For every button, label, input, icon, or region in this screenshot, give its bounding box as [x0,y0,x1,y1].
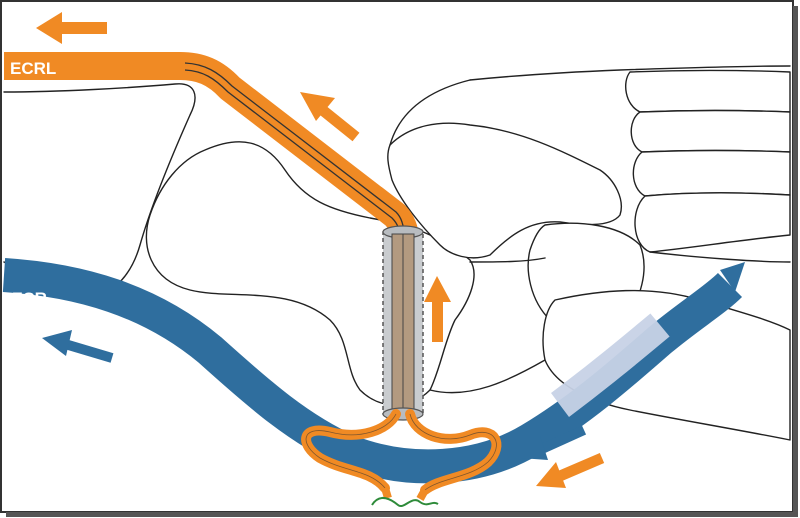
trapezoid-outline [469,257,546,263]
hamate-outline [649,251,791,263]
capitate-bone [387,122,622,259]
ecrl-direction-arrow-icon [300,92,360,142]
fcr-label: FCR [12,289,47,308]
frame-shadow-bottom [6,512,798,517]
fcr-tendon [2,258,745,484]
bone-tunnel [382,225,424,421]
frame-shadow-right [793,6,798,516]
graft-end-right [416,488,429,501]
tunnel-direction-arrow-icon [424,276,451,342]
fcr-pull-arrow-icon [42,330,114,363]
fcr-tendon-tip [720,262,745,292]
ecrl-pull-arrow-icon [36,12,107,44]
graft-loops [301,409,502,508]
graft-loop-left-outline [305,413,397,489]
fcr-direction-arrow-icon [520,425,587,460]
ecrl-lower-arrow-icon [536,452,605,488]
metacarpal-outline [469,65,791,81]
metacarpal-lower-outline [389,79,471,146]
ecrl-label: ECRL [10,59,56,78]
suture [371,496,439,508]
fcr-tendon-translucent [550,313,670,417]
proximal-phalanx-2 [630,109,791,153]
wrist-lower-outline [429,359,546,394]
proximal-phalanx-1 [624,69,791,113]
graft-end-left [381,486,392,500]
direction-arrows [36,12,605,488]
proximal-phalanx-4 [634,192,791,253]
graft-loop-right-outline [409,413,497,491]
proximal-phalanx-3 [632,149,791,197]
